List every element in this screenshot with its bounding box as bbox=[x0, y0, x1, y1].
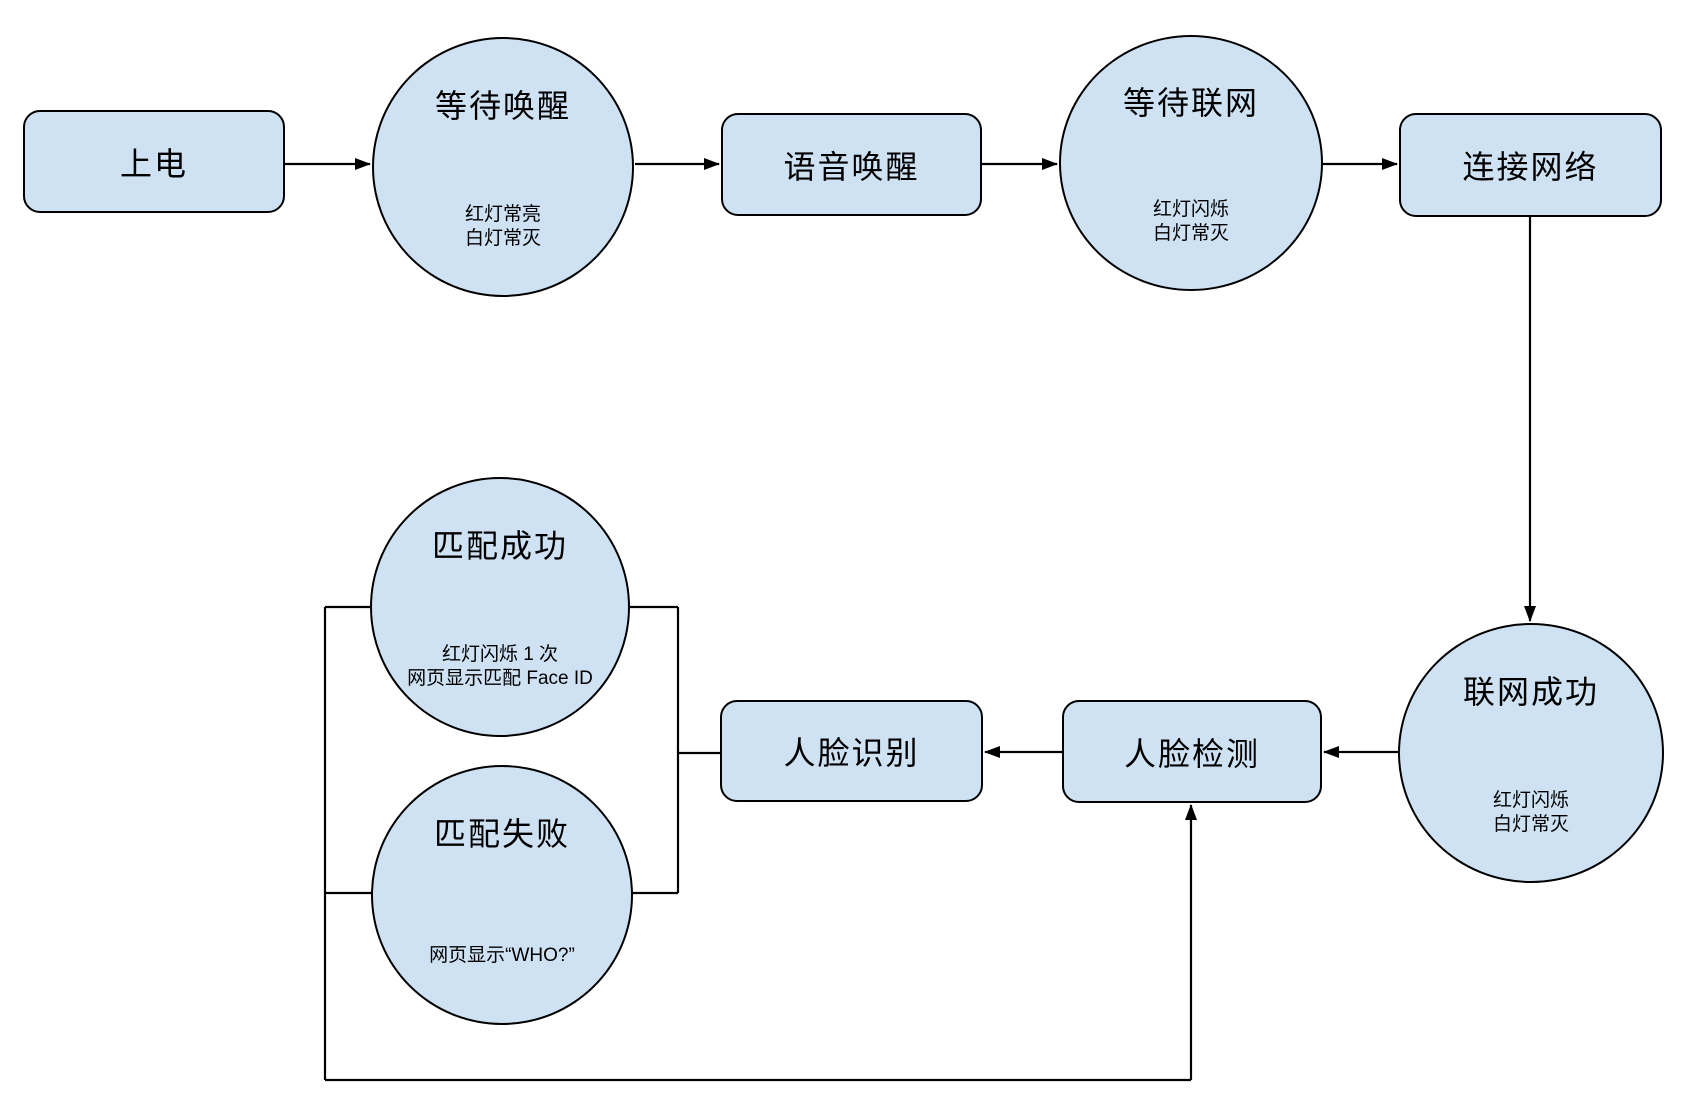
node-label: 联网成功 bbox=[1462, 673, 1599, 710]
node-label: 匹配成功 bbox=[431, 527, 568, 564]
node-status-note: 红灯闪烁 白灯常灭 bbox=[1152, 199, 1229, 245]
node-connect-network: 连接网络 bbox=[1399, 113, 1662, 217]
node-label: 人脸识别 bbox=[783, 735, 920, 771]
node-label: 等待唤醒 bbox=[434, 87, 571, 124]
node-label: 语音唤醒 bbox=[783, 148, 920, 185]
node-face-recognize: 人脸识别 bbox=[720, 700, 983, 802]
node-label: 人脸检测 bbox=[1123, 735, 1260, 772]
node-match-fail: 匹配失败 网页显示“WHO?” bbox=[371, 765, 633, 1025]
node-wait-network: 等待联网 红灯闪烁 白灯常灭 bbox=[1059, 35, 1323, 291]
node-power-on: 上电 bbox=[23, 110, 285, 213]
node-wait-wake: 等待唤醒 红灯常亮 白灯常灭 bbox=[372, 37, 634, 297]
node-voice-wake: 语音唤醒 bbox=[721, 113, 982, 216]
node-status-note: 红灯常亮 白灯常灭 bbox=[464, 203, 541, 249]
node-label: 等待联网 bbox=[1122, 84, 1259, 121]
node-face-detect: 人脸检测 bbox=[1062, 700, 1322, 803]
node-label: 上电 bbox=[119, 145, 188, 182]
node-label: 匹配失败 bbox=[433, 815, 570, 852]
node-status-note: 红灯闪烁 白灯常灭 bbox=[1492, 789, 1569, 835]
node-status-note: 红灯闪烁 1 次 网页显示匹配 Face ID bbox=[407, 643, 593, 689]
node-network-success: 联网成功 红灯闪烁 白灯常灭 bbox=[1398, 623, 1664, 883]
node-match-success: 匹配成功 红灯闪烁 1 次 网页显示匹配 Face ID bbox=[370, 477, 630, 737]
node-status-note: 网页显示“WHO?” bbox=[429, 944, 575, 966]
node-label: 连接网络 bbox=[1462, 149, 1599, 185]
